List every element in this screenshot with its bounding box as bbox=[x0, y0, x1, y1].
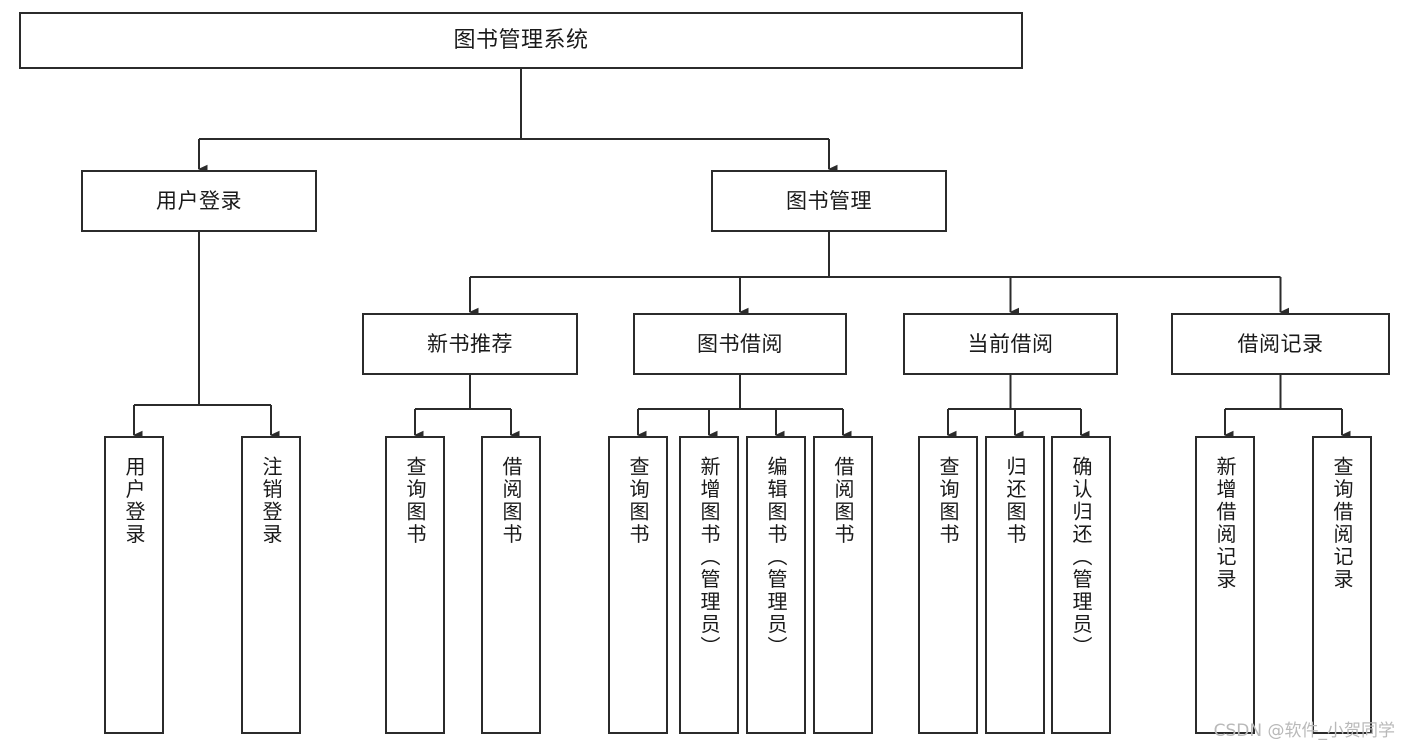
node-login[interactable]: 用户登录 bbox=[81, 170, 317, 232]
node-label: 确认归还（管理员） bbox=[1069, 456, 1093, 659]
node-leaf-borrow-add[interactable]: 新增图书（管理员） bbox=[679, 436, 739, 734]
node-leaf-current-confirm[interactable]: 确认归还（管理员） bbox=[1051, 436, 1111, 734]
node-records[interactable]: 借阅记录 bbox=[1171, 313, 1390, 375]
node-leaf-borrow-edit[interactable]: 编辑图书（管理员） bbox=[746, 436, 806, 734]
node-label: 用户登录 bbox=[122, 456, 146, 546]
node-label: 查询图书 bbox=[403, 456, 427, 546]
node-current[interactable]: 当前借阅 bbox=[903, 313, 1118, 375]
node-label: 查询借阅记录 bbox=[1330, 456, 1354, 591]
node-borrow[interactable]: 图书借阅 bbox=[633, 313, 847, 375]
node-newbook[interactable]: 新书推荐 bbox=[362, 313, 578, 375]
node-root[interactable]: 图书管理系统 bbox=[19, 12, 1023, 69]
node-label: 图书借阅 bbox=[697, 331, 783, 356]
node-label: 编辑图书（管理员） bbox=[764, 456, 788, 659]
node-label: 借阅图书 bbox=[831, 456, 855, 546]
node-label: 新增图书（管理员） bbox=[697, 456, 721, 659]
node-label: 用户登录 bbox=[156, 188, 242, 213]
node-leaf-user-login[interactable]: 用户登录 bbox=[104, 436, 164, 734]
node-leaf-newbook-query[interactable]: 查询图书 bbox=[385, 436, 445, 734]
node-label: 当前借阅 bbox=[967, 331, 1054, 356]
node-label: 图书管理系统 bbox=[453, 27, 589, 53]
node-leaf-current-query[interactable]: 查询图书 bbox=[918, 436, 978, 734]
watermark-text: CSDN @软件_小贺同学 bbox=[1213, 721, 1395, 741]
node-leaf-records-query[interactable]: 查询借阅记录 bbox=[1312, 436, 1372, 734]
node-leaf-borrow-borrow[interactable]: 借阅图书 bbox=[813, 436, 873, 734]
node-label: 归还图书 bbox=[1003, 456, 1027, 546]
node-leaf-records-add[interactable]: 新增借阅记录 bbox=[1195, 436, 1255, 734]
node-label: 图书管理 bbox=[786, 188, 872, 213]
node-leaf-newbook-borrow[interactable]: 借阅图书 bbox=[481, 436, 541, 734]
node-label: 查询图书 bbox=[626, 456, 650, 546]
node-leaf-borrow-query[interactable]: 查询图书 bbox=[608, 436, 668, 734]
edges-group bbox=[132, 69, 1351, 440]
node-label: 借阅记录 bbox=[1237, 331, 1324, 356]
node-leaf-current-return[interactable]: 归还图书 bbox=[985, 436, 1045, 734]
node-label: 新书推荐 bbox=[427, 331, 513, 356]
node-leaf-logout[interactable]: 注销登录 bbox=[241, 436, 301, 734]
node-label: 新增借阅记录 bbox=[1213, 456, 1237, 591]
node-label: 查询图书 bbox=[936, 456, 960, 546]
node-label: 注销登录 bbox=[259, 456, 283, 546]
node-label: 借阅图书 bbox=[499, 456, 523, 546]
node-bookmgmt[interactable]: 图书管理 bbox=[711, 170, 947, 232]
